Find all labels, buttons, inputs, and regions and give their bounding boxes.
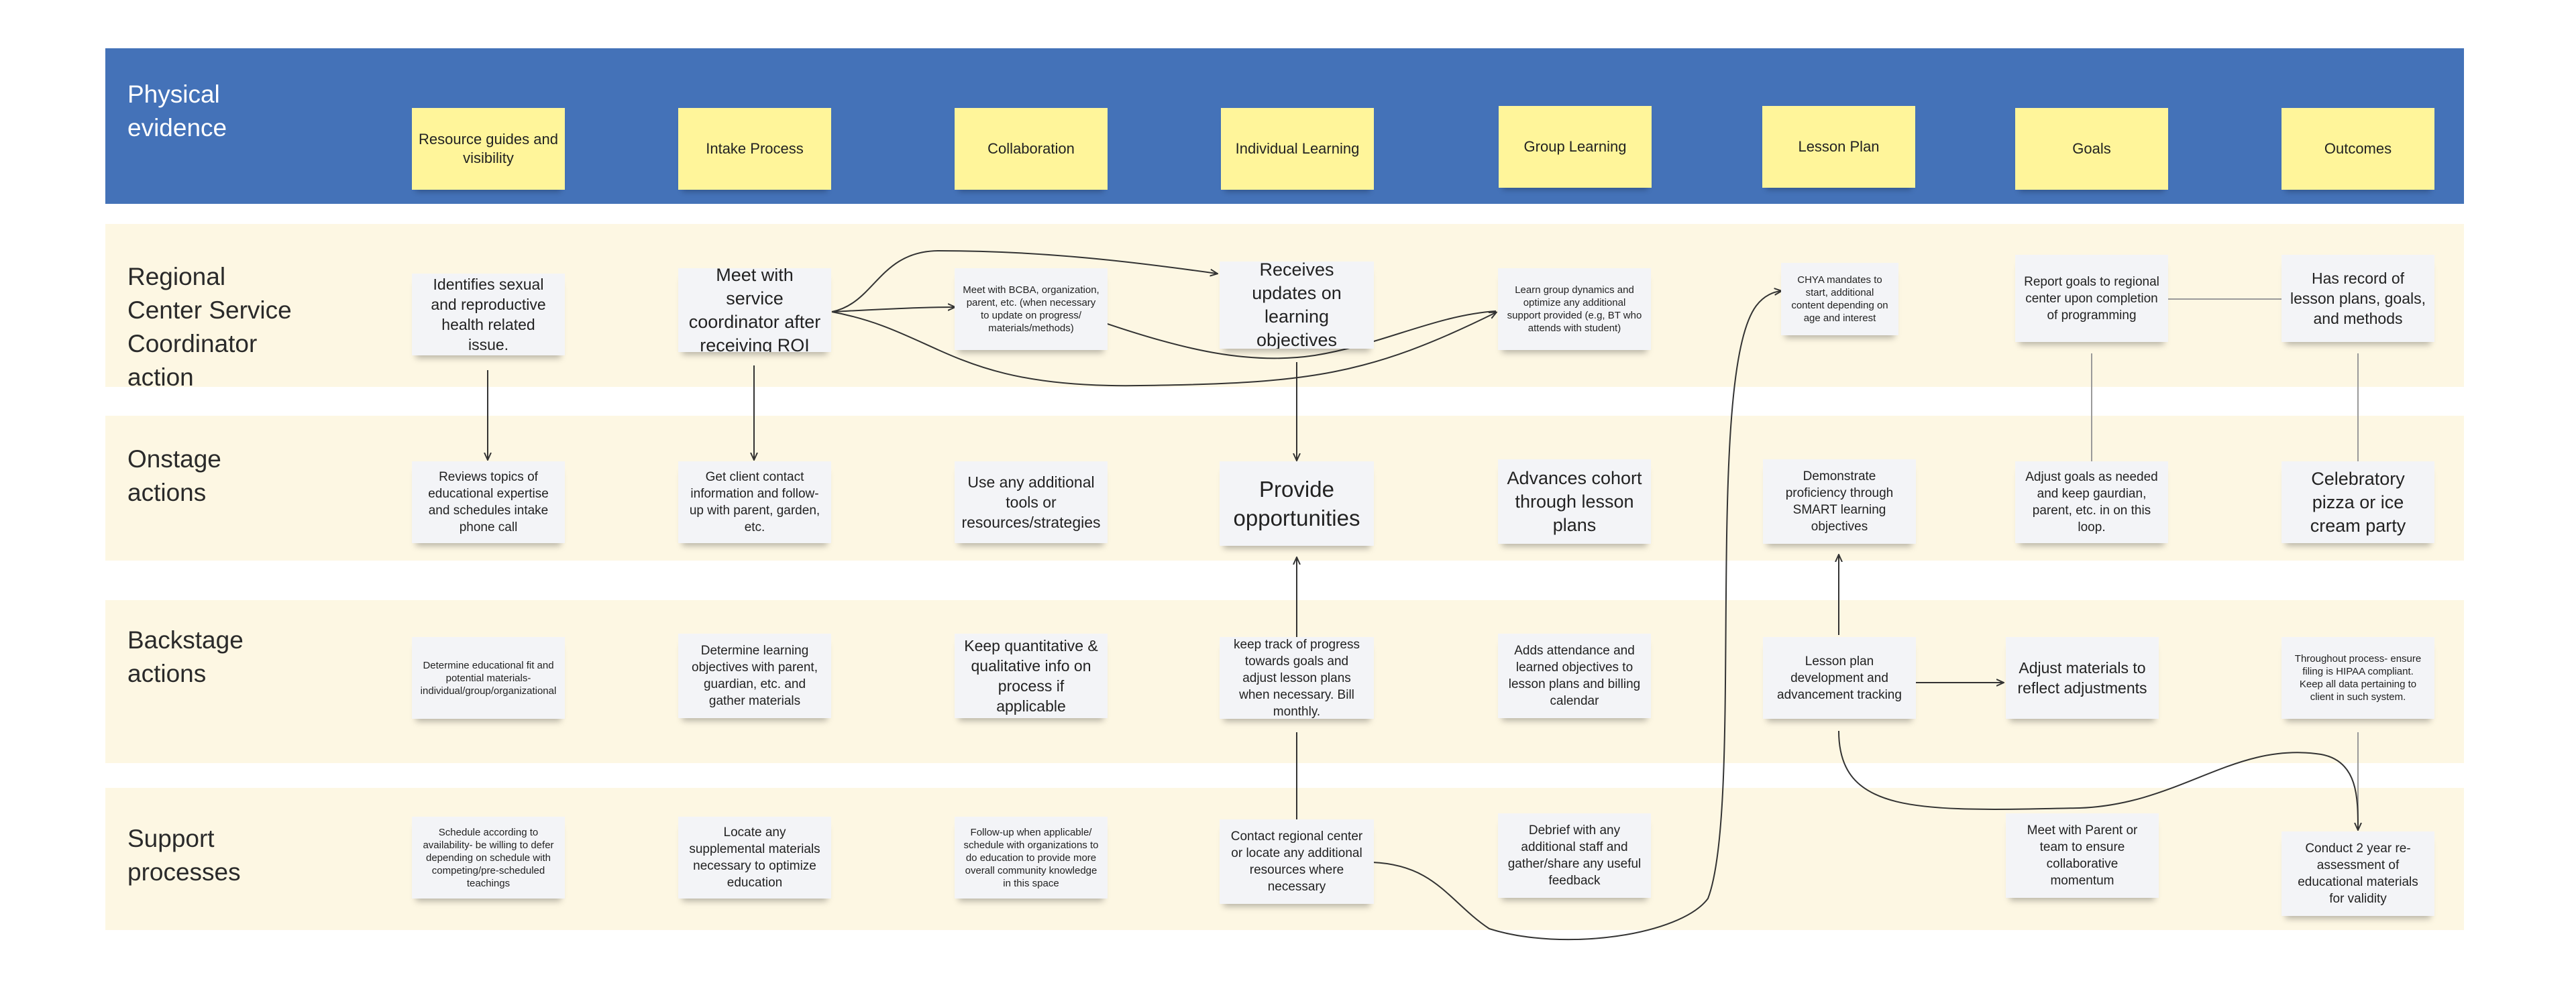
card-chya-mandates: CHYA mandates to start, additional conte… <box>1781 263 1898 335</box>
card-celebratory-party: Celebratory pizza or ice cream party <box>2282 461 2434 543</box>
card-debrief: Debrief with any additional staff and ga… <box>1498 813 1651 898</box>
card-has-record: Has record of lesson plans, goals, and m… <box>2282 255 2434 342</box>
card-keep-track-progress: keep track of progress towards goals and… <box>1220 637 1374 719</box>
card-meet-with-parent: Meet with Parent or team to ensure colla… <box>2006 813 2159 898</box>
card-demonstrate-proficiency: Demonstrate proficiency through SMART le… <box>1763 459 1916 544</box>
row-label-physical-evidence: Physical evidence <box>127 80 227 141</box>
card-lesson-plan-development: Lesson plan development and advancement … <box>1763 637 1916 719</box>
card-provide-opportunities: Provide opportunities <box>1220 461 1374 546</box>
card-receives-updates: Receives updates on learning objectives <box>1220 262 1374 349</box>
card-determine-fit: Determine educational fit and potential … <box>412 637 565 719</box>
row-label-backstage: Backstage actions <box>127 626 244 687</box>
card-get-client-contact: Get client contact information and follo… <box>678 461 831 543</box>
card-use-tools: Use any additional tools or resources/st… <box>955 461 1108 543</box>
card-reviews-topics: Reviews topics of educational expertise … <box>412 461 565 543</box>
card-contact-regional-center: Contact regional center or locate any ad… <box>1220 819 1374 904</box>
card-meet-service-coordinator: Meet with service coordinator after rece… <box>678 268 831 352</box>
sticky-group-learning: Group Learning <box>1499 106 1652 188</box>
card-meet-bcba: Meet with BCBA, organization, parent, et… <box>955 268 1108 350</box>
card-advances-cohort: Advances cohort through lesson plans <box>1498 459 1651 544</box>
card-identifies-issue: Identifies sexual and reproductive healt… <box>412 274 565 355</box>
sticky-collaboration: Collaboration <box>955 108 1108 190</box>
card-conduct-reassessment: Conduct 2 year re-assessment of educatio… <box>2282 831 2434 916</box>
card-adjust-materials: Adjust materials to reflect adjustments <box>2006 637 2159 719</box>
card-keep-info: Keep quantitative & qualitative info on … <box>955 634 1108 718</box>
card-determine-objectives: Determine learning objectives with paren… <box>678 634 831 718</box>
sticky-lesson-plan: Lesson Plan <box>1762 106 1915 188</box>
sticky-goals: Goals <box>2015 108 2168 190</box>
sticky-individual-learning: Individual Learning <box>1221 108 1374 190</box>
sticky-intake-process: Intake Process <box>678 108 831 190</box>
card-schedule-availability: Schedule according to availability- be w… <box>412 817 565 899</box>
card-adds-attendance: Adds attendance and learned objectives t… <box>1498 634 1651 718</box>
sticky-outcomes: Outcomes <box>2282 108 2434 190</box>
card-report-goals: Report goals to regional center upon com… <box>2015 255 2168 342</box>
card-locate-materials: Locate any supplemental materials necess… <box>678 817 831 899</box>
row-label-onstage: Onstage actions <box>127 445 221 506</box>
card-adjust-goals: Adjust goals as needed and keep gaurdian… <box>2015 461 2168 543</box>
card-follow-up: Follow-up when applicable/ schedule with… <box>955 817 1108 899</box>
card-hipaa-filing: Throughout process- ensure filing is HIP… <box>2282 637 2434 719</box>
row-label-coordinator: Regional Center Service Coordinator acti… <box>127 263 292 391</box>
row-label-support: Support processes <box>127 825 241 886</box>
sticky-resource-guides: Resource guides and visibility <box>412 108 565 190</box>
card-learn-group-dynamics: Learn group dynamics and optimize any ad… <box>1498 268 1651 350</box>
